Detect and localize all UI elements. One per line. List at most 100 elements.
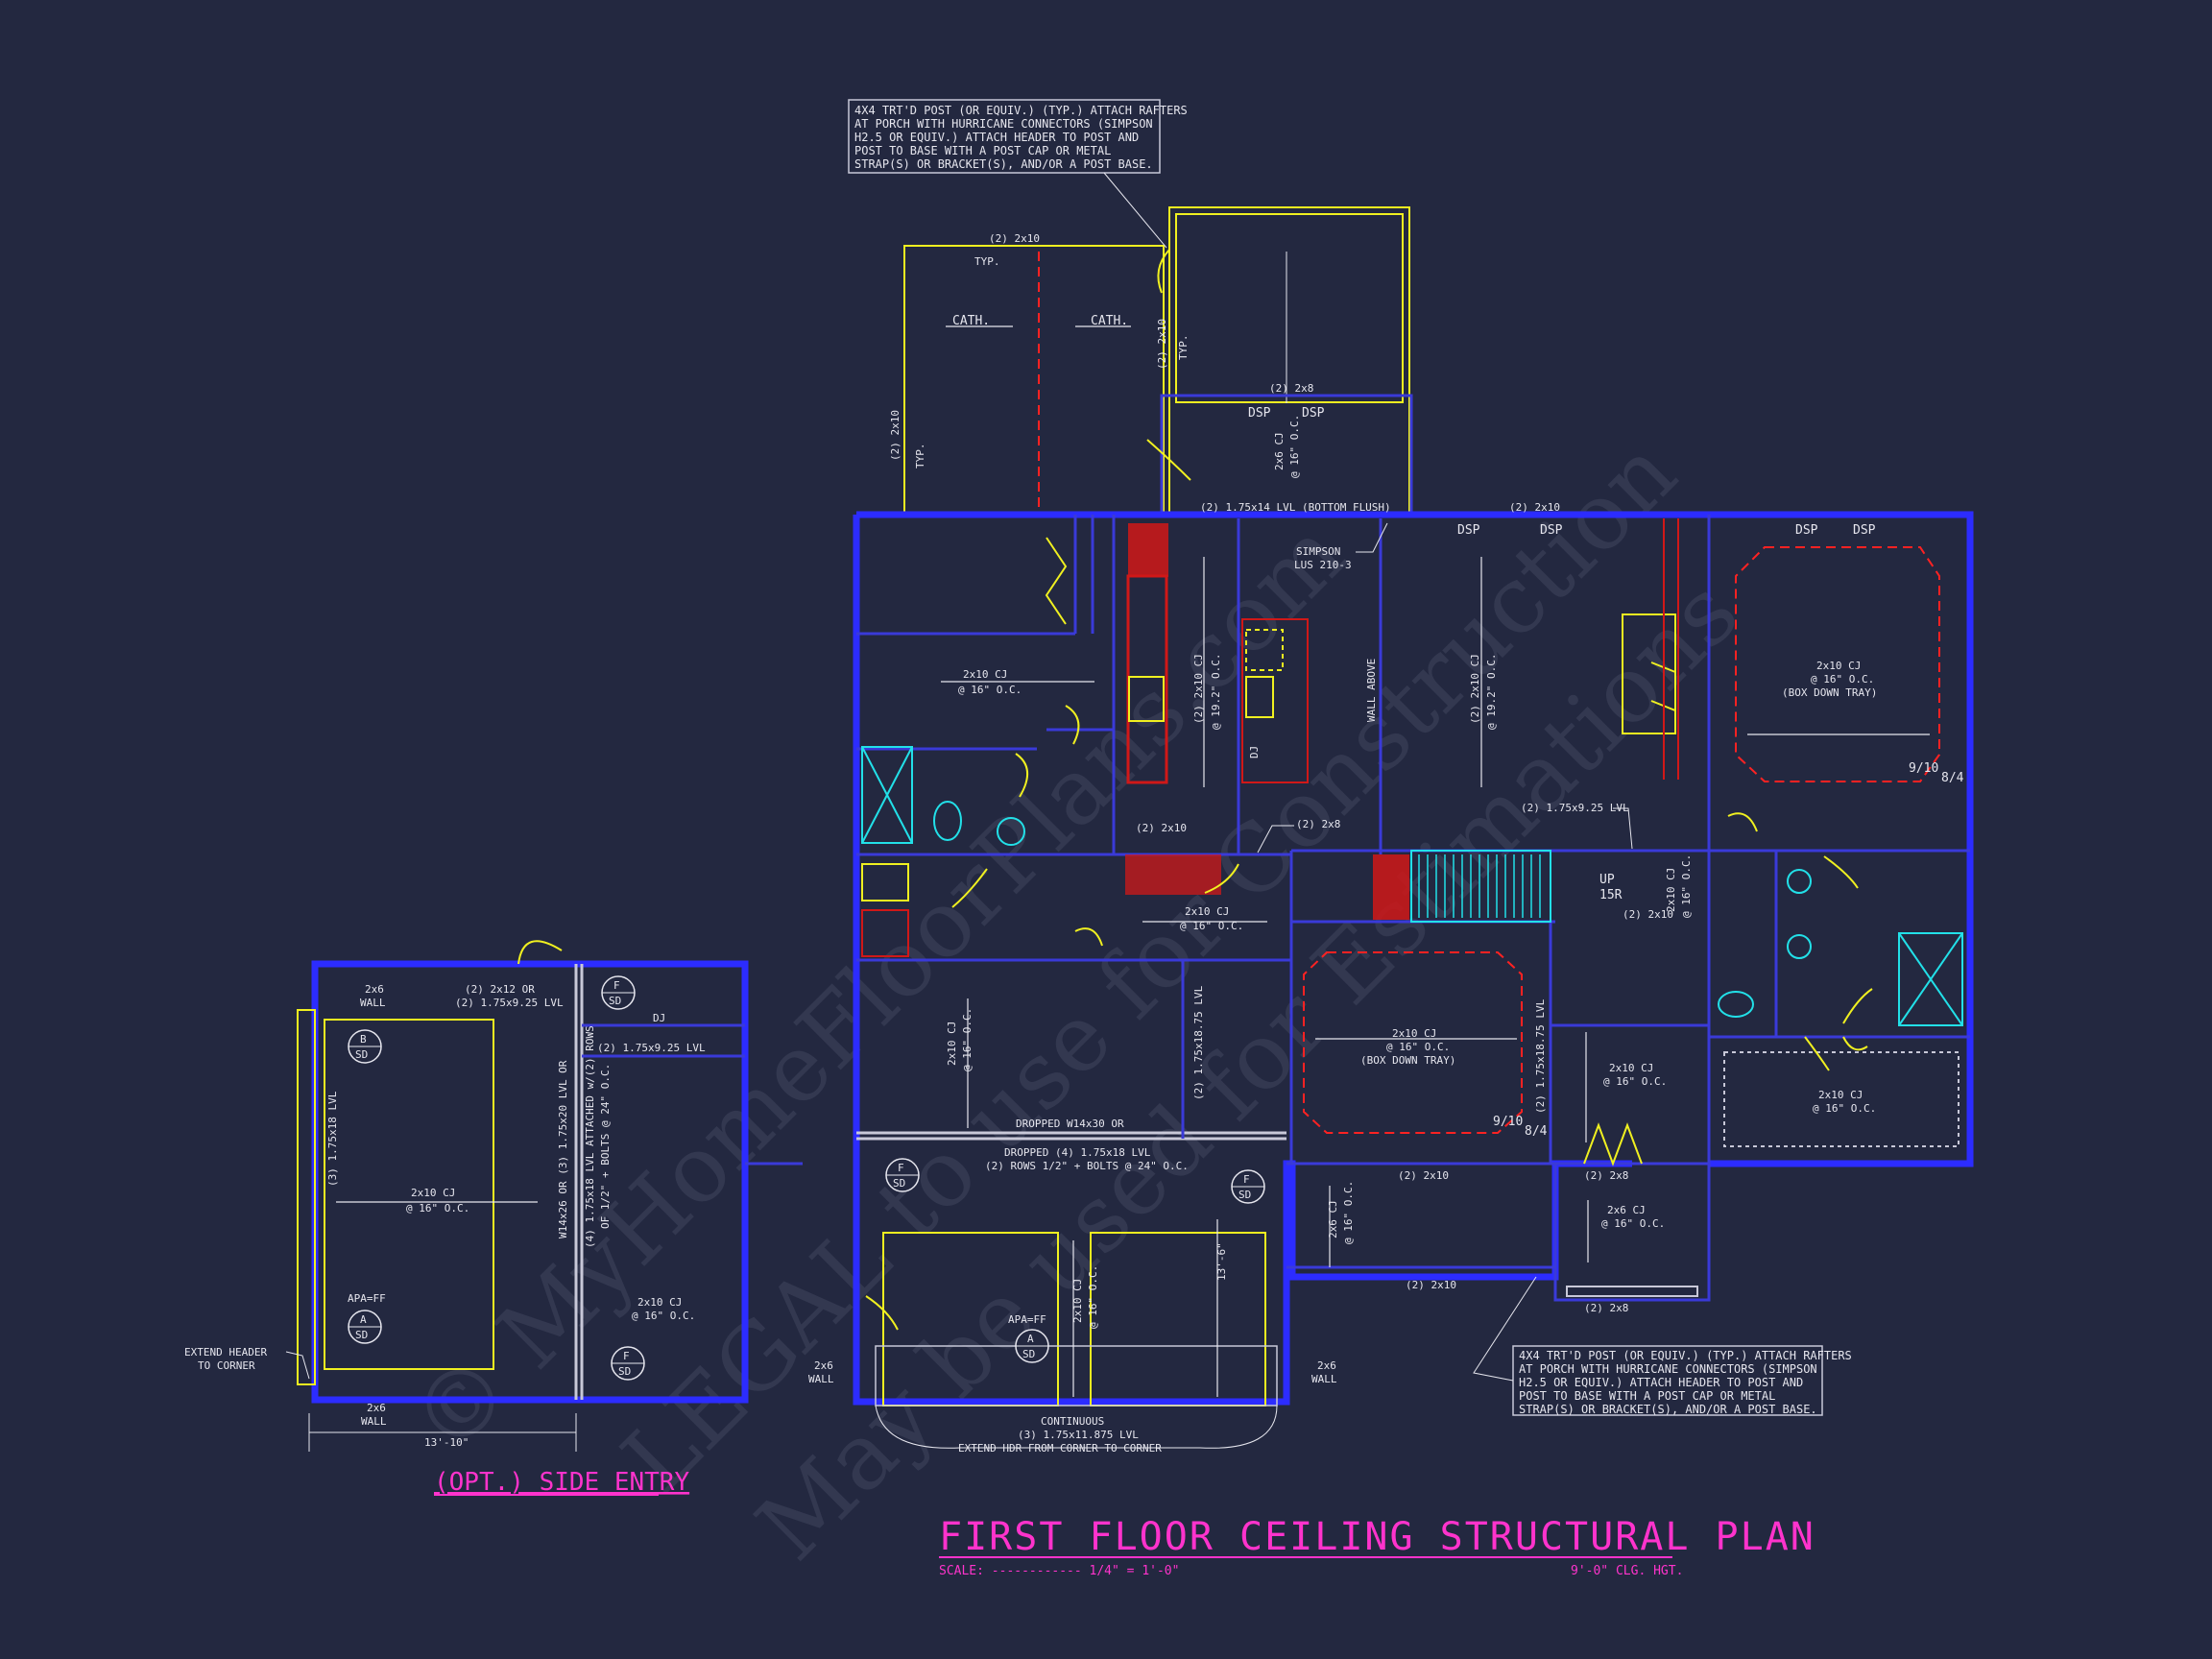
kitchen-range [1128,676,1165,722]
side-entry-door-swing [517,940,563,965]
label-cj-porch-oc: @ 16" O.C. [1601,1217,1665,1230]
note-line: AT PORCH WITH HURRICANE CONNECTORS (SIMP… [854,117,1153,131]
island-cooktop [1245,676,1274,718]
note-porch-top-text: 4X4 TRT'D POST (OR EQUIV.) (TYP.) ATTACH… [854,104,1188,171]
note-line: STRAP(S) OR BRACKET(S), AND/OR A POST BA… [1519,1403,1817,1416]
shower-hall [861,746,913,844]
label-typ-top: TYP. [974,255,1000,268]
label-cj-2x6-rear: 2x6 CJ [1273,432,1286,470]
main-plan: (2) 2x10 TYP. CATH. CATH. (2) 2x10 TYP. … [808,99,1974,1455]
note-line: 4X4 TRT'D POST (OR EQUIV.) (TYP.) ATTACH… [1519,1349,1852,1362]
label-wall-above: WALL ABOVE [1365,659,1378,722]
note-porch-top: 4X4 TRT'D POST (OR EQUIV.) (TYP.) ATTACH… [848,99,1188,249]
se-apa: APA=FF [348,1292,386,1305]
master-shower [1898,932,1963,1026]
label-dsp-3: DSP [1457,523,1480,538]
label-front-2x8-b: (2) 2x8 [1584,1302,1628,1314]
tag-f-letter: F [898,1162,904,1174]
se-hdr2: (2) 1.75x9.25 LVL [455,997,564,1009]
label-tray-910-b: 9/10 [1493,1115,1523,1129]
se-cj2-oc: @ 16" O.C. [632,1310,695,1322]
note-porch-bottom: 4X4 TRT'D POST (OR EQUIV.) (TYP.) ATTACH… [1473,1276,1852,1416]
kitchen-island [1241,618,1309,783]
label-cj-kitchen: (2) 2x10 CJ [1192,654,1205,724]
label-cj-dining-oc: @ 16" O.C. [961,1008,974,1071]
porch-outline-left [903,245,1165,516]
note-line: POST TO BASE WITH A POST CAP OR METAL [854,144,1111,157]
master-toilet [1718,991,1754,1018]
label-typ-right: TYP. [1177,335,1190,361]
master-sink-2 [1787,934,1812,959]
se-tag-a-letter: A [360,1313,367,1326]
label-dropped-2: DROPPED (4) 1.75x18 LVL [1004,1146,1151,1159]
label-lvl-975: (2) 1.75x9.25 LVL [1521,802,1629,814]
label-cj-family-oc: @ 19.2" O.C. [1485,654,1498,730]
label-cj-bed2: 2x10 CJ [1609,1062,1653,1074]
front-porch-beam [1566,1286,1698,1297]
label-lvl-bottom-flush: (2) 1.75x14 LVL (BOTTOM FLUSH) [1200,501,1391,514]
label-typ-left: TYP. [914,444,926,469]
note-line: 4X4 TRT'D POST (OR EQUIV.) (TYP.) ATTACH… [854,104,1188,117]
section-tag-a-main: A SD [1015,1329,1049,1363]
note-porch-bottom-text: 4X4 TRT'D POST (OR EQUIV.) (TYP.) ATTACH… [1519,1349,1852,1416]
label-cj-dining: 2x10 CJ [946,1022,958,1066]
se-w14c: OF 1/2" + BOLTS @ 24" O.C. [599,1064,612,1229]
label-cj-office-oc: @ 16" O.C. [1342,1181,1355,1244]
section-tag-f-2: F SD [1231,1169,1265,1204]
dining-tray-outline [1303,951,1523,1134]
label-simpson-1: SIMPSON [1296,545,1340,558]
label-tray-910-a: 9/10 [1909,761,1938,776]
label-dropped-3: (2) ROWS 1/2" + BOLTS @ 24" O.C. [985,1160,1189,1172]
pantry-shelves [1125,854,1221,895]
washer [861,863,909,902]
label-extend-hdr: EXTEND HDR FROM CORNER TO CORNER [958,1442,1162,1455]
label-cj-foyer-oc: @ 16" O.C. [1386,1041,1450,1053]
se-2x6-wall-top2: WALL [360,997,386,1009]
tag-a-letter: A [1027,1333,1034,1345]
label-cj-office: 2x6 CJ [1327,1200,1339,1238]
sink-hall [997,817,1025,846]
label-wall-2x6-l2: WALL [808,1373,834,1385]
bath-fixtures [861,746,1963,1147]
tag-f-sd: SD [893,1177,905,1190]
se-tag-b-sd: SD [355,1048,368,1061]
side-entry-garage-door [324,1019,494,1370]
label-cj-closet-oc: @ 16" O.C. [1813,1102,1876,1115]
label-wall-2x6-r2: WALL [1311,1373,1337,1385]
label-cj-foyer: 2x10 CJ [1392,1027,1436,1040]
label-dsp-1: DSP [1248,406,1271,421]
label-cath-2: CATH. [1091,314,1128,328]
se-cj-oc: @ 16" O.C. [406,1202,469,1214]
label-front-2x8-a: (2) 2x8 [1584,1169,1628,1182]
label-rear-2x8: (2) 2x8 [1269,382,1313,395]
label-cj-bed2-oc: @ 16" O.C. [1603,1075,1667,1088]
se-tag-a-sd: SD [355,1329,368,1341]
label-cj-mud: 2x10 CJ [1665,868,1677,912]
rear-bump-out [1160,394,1413,517]
se-2x6-bot: 2x6 [367,1402,386,1414]
se-cj2: 2x10 CJ [637,1296,682,1309]
label-dim-13-6: 13'-6" [1215,1242,1228,1281]
label-box-tray-master: (BOX DOWN TRAY) [1782,686,1877,699]
se-tag-f1-sd: SD [609,995,621,1007]
section-tag-f-1: F SD [885,1158,920,1192]
se-extend: EXTEND HEADER [184,1346,267,1358]
title-block: FIRST FLOOR CEILING STRUCTURAL PLAN SCAL… [939,1515,1814,1578]
se-dim: 13'-10" [424,1436,469,1449]
label-cj-garage: 2x10 CJ [1071,1279,1084,1323]
label-dsp-5: DSP [1795,523,1818,538]
label-cj-master-oc: @ 16" O.C. [1811,673,1874,685]
tag-f2-letter: F [1243,1173,1250,1186]
island-sink [1245,629,1284,671]
se-2x6-bot2: WALL [361,1415,387,1428]
note-line: STRAP(S) OR BRACKET(S), AND/OR A POST BA… [854,157,1153,171]
se-lvl: (2) 1.75x9.25 LVL [597,1042,706,1054]
label-cj-bed2-lvl: (2) 1.75x18.75 LVL [1534,998,1547,1114]
se-tag-f-2: F SD [611,1346,645,1381]
span-arrows [941,325,1930,1397]
note-line: H2.5 OR EQUIV.) ATTACH HEADER TO POST AN… [1519,1376,1803,1389]
se-extend2: TO CORNER [198,1359,255,1372]
se-tag-f2-letter: F [623,1350,630,1362]
door-swings [865,249,1873,1331]
